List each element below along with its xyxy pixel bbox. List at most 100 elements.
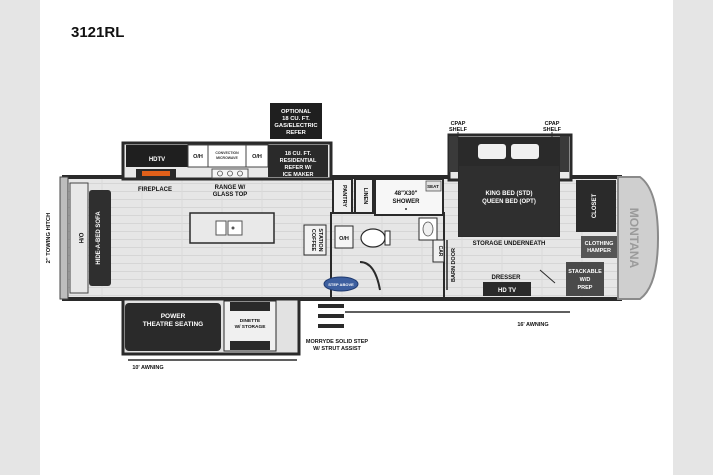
awning-10-label: 10' AWNING: [132, 365, 163, 371]
faucet: [231, 226, 235, 230]
step-above-badge: [323, 276, 359, 292]
step-1: [318, 304, 344, 308]
callout-line-4: REFER: [286, 130, 306, 136]
microwave-label-2: MICROWAVE: [216, 156, 238, 160]
callout-line-2: 18 CU. FT.: [282, 116, 310, 122]
wardrobe-door: [539, 269, 556, 284]
closet: [576, 180, 616, 232]
clothing-hamper: [581, 236, 617, 258]
rear-sofa: O/H HIDE-A-BED SOFA: [69, 182, 111, 294]
dresser-hdtv: [483, 282, 531, 296]
morryde-label-2: W/ STRUT ASSIST: [313, 346, 361, 352]
left-margin: [0, 0, 40, 475]
shower-label-2: SHOWER: [393, 199, 421, 205]
step-3: [318, 324, 344, 328]
dinette-label-1: DINETTE: [240, 318, 261, 324]
dinette-chair-top: [230, 302, 270, 311]
pantry-label: PANTRY: [341, 185, 347, 207]
dinette-label-2: W/ STORAGE: [235, 324, 267, 330]
model-title: 3121RL: [71, 24, 125, 41]
microwave-label-1: CONVECTION: [215, 151, 239, 155]
theatre-label-1: POWER: [161, 313, 186, 320]
car-cabinet: [432, 239, 445, 263]
residential-refer: [268, 145, 328, 177]
fireplace-label: FIREPLACE: [138, 187, 172, 193]
coffee-station: [303, 224, 327, 256]
burner-2: [227, 170, 233, 177]
bathroom-curved-wall: [359, 261, 381, 291]
shower-drain: [405, 208, 407, 210]
coffee-label-1: COFFEE: [310, 229, 316, 252]
coffee-label-2: STATION: [317, 228, 323, 251]
pillow-left: [478, 144, 506, 159]
step-above-label: STEP ABOVE: [328, 282, 354, 287]
sink-basin: [422, 221, 434, 237]
brand-logo: MONTANA: [627, 208, 641, 269]
fireplace-flame: [142, 171, 170, 176]
bed-label-1: KING BED (STD): [486, 191, 533, 197]
car-label: CAR: [437, 246, 443, 257]
hide-a-bed-sofa: [89, 190, 111, 286]
refer-label-3: REFER W/: [285, 165, 312, 171]
rear-oh-label: O/H: [77, 233, 83, 244]
sink-right: [227, 220, 243, 236]
stackable-wd: [566, 262, 604, 296]
callout-line-1: OPTIONAL: [281, 109, 311, 115]
kitchen-slideout: HDTV O/H CONVECTION MICROWAVE O/H 18 CU.…: [121, 141, 333, 181]
bathroom: SEAT 48"X30" SHOWER O/H CAR: [330, 178, 445, 300]
dinette-chair-bottom: [230, 341, 270, 350]
seat-label: SEAT: [427, 184, 439, 189]
burner-1: [217, 170, 223, 177]
hamper-label-2: HAMPER: [587, 248, 611, 254]
cpap-right-label-1: CPAP: [545, 121, 560, 127]
storage-label: STORAGE UNDERNEATH: [473, 241, 546, 247]
rear-overhead: [69, 182, 89, 294]
sofa-label: HIDE-A-BED SOFA: [96, 211, 102, 265]
cpap-right-label-2: SHELF: [543, 127, 562, 133]
toilet: [360, 228, 386, 248]
towing-hitch-label: 2" TOWING HITCH: [46, 213, 52, 264]
callout-line-3: GAS/ELECTRIC: [274, 123, 318, 129]
cpap-left-label-2: SHELF: [449, 127, 468, 133]
awning-16-label: 16' AWNING: [517, 322, 548, 328]
morryde-label-1: MORRYDE SOLID STEP: [306, 339, 368, 345]
hd-tv-label: HD TV: [498, 288, 516, 294]
theatre-label-2: THEATRE SEATING: [143, 321, 203, 328]
power-theatre-seating: [125, 303, 221, 351]
bath-oh-label: O/H: [339, 236, 349, 242]
burner-3: [237, 170, 243, 177]
range-label-2: GLASS TOP: [213, 192, 248, 198]
refer-label-4: ICE MAKER: [283, 172, 314, 178]
wd-label-1: STACKABLE: [568, 269, 602, 275]
rear-cap: [59, 176, 69, 300]
closet-label: CLOSET: [592, 194, 598, 219]
linen-label: LINEN: [362, 188, 368, 205]
bed-label-2: QUEEN BED (OPT): [482, 199, 536, 205]
dresser-label: DRESSER: [491, 275, 521, 281]
hdtv-cabinet: [126, 145, 188, 167]
cpap-left-label-1: CPAP: [451, 121, 466, 127]
cpap-shelf-right: [560, 136, 569, 172]
range-cooktop: [211, 168, 249, 179]
refer-label-1: 18 CU. FT.: [285, 151, 312, 157]
entry-steps: [318, 304, 344, 328]
oh-label-1: O/H: [193, 154, 203, 160]
sink-left: [215, 220, 227, 236]
hamper-label-1: CLOTHING: [585, 241, 614, 247]
front-cap: [617, 176, 660, 300]
range-label-1: RANGE W/: [215, 185, 246, 191]
bedroom: KING BED (STD) QUEEN BED (OPT) STORAGE U…: [447, 132, 573, 247]
toilet-tank: [384, 230, 391, 246]
bed-mattress: [459, 166, 559, 236]
refer-label-2: RESIDENTIAL: [280, 158, 317, 164]
optional-refer-callout: OPTIONAL 18 CU. FT. GAS/ELECTRIC REFER: [270, 103, 322, 139]
shower-seat: [425, 180, 442, 192]
headboard: [459, 138, 559, 166]
cpap-shelf-left: [449, 136, 458, 172]
pillow-right: [511, 144, 539, 159]
hdtv-label: HDTV: [149, 157, 165, 163]
living-slideout: POWER THEATRE SEATING DINETTE W/ STORAGE: [121, 297, 301, 356]
oh-label-2: O/H: [252, 154, 262, 160]
right-margin: [673, 0, 713, 475]
